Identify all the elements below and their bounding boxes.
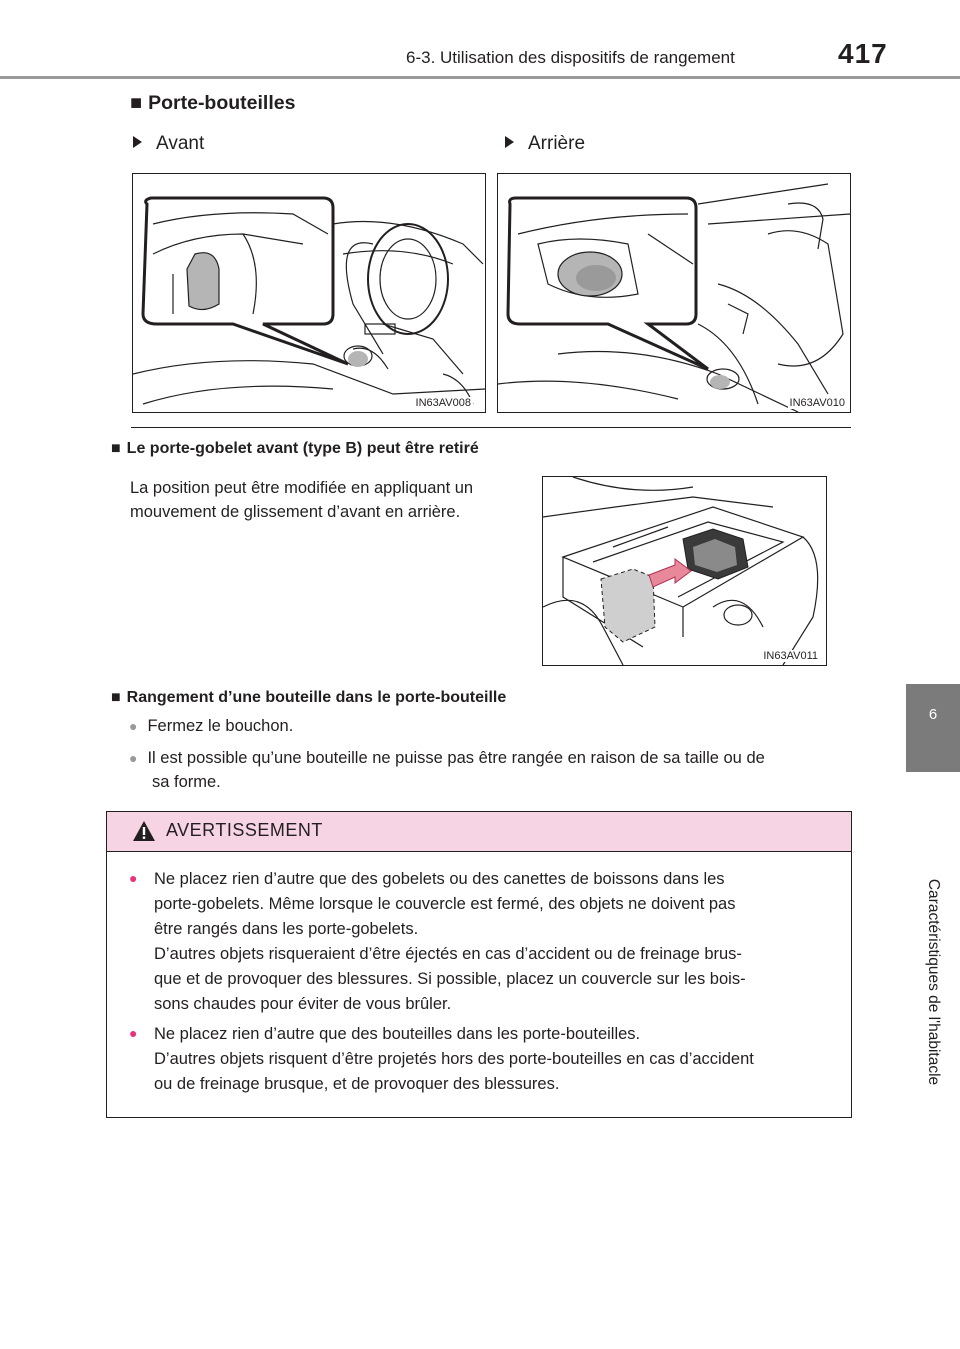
rear-label-row: Arrière [505,133,585,155]
front-label-row: Avant [133,133,204,155]
section-header-title: 6-3. Utilisation des dispositifs de rang… [406,48,735,67]
warning-box: AVERTISSEMENT ● Ne placez rien d’autre q… [106,811,852,1118]
warning-line: D’autres objets risquent d’être projetés… [154,1050,754,1068]
pink-bullet-icon: ● [129,870,138,886]
removable-cup-holder-text-line: mouvement de glissement d’avant en arriè… [130,503,461,521]
figure-code: IN63AV011 [761,650,820,662]
cup-holder-slide-illustration: IN63AV011 [542,476,827,666]
circle-bullet-icon: ● [129,750,138,766]
storing-bottle-bullet: ● Il est possible qu’une bouteille ne pui… [129,746,765,770]
warning-line: ou de freinage brusque, et de provoquer … [154,1075,560,1093]
storing-bottle-bullet-continued: sa forme. [152,773,221,791]
triangle-pointer-icon [505,136,514,148]
bottle-holders-title: Porte-bouteilles [148,92,296,114]
figure-code: IN63AV010 [787,397,847,409]
front-bottle-holder-illustration: IN63AV008 [132,173,486,413]
header-divider [0,76,960,79]
square-bullet-icon: ■ [111,689,121,706]
chapter-number: 6 [928,706,938,723]
warning-item: ● Ne placez rien d’autre que des gobelet… [129,867,829,1017]
section-divider [131,427,851,428]
circle-bullet-icon: ● [129,718,138,734]
removable-cup-holder-title: Le porte-gobelet avant (type B) peut êtr… [126,440,479,457]
warning-line: D’autres objets risqueraient d’être éjec… [154,945,742,963]
rear-interior-drawing [498,183,850,412]
warning-line: être rangés dans les porte-gobelets. [154,920,419,938]
figure-code: IN63AV008 [413,397,473,409]
triangle-pointer-icon [133,136,142,148]
warning-item: ● Ne placez rien d’autre que des bouteil… [129,1022,829,1097]
rear-label: Arrière [528,133,586,154]
storing-bottle-heading: ■ Rangement d’une bouteille dans le porte… [111,689,506,707]
square-bullet-icon: ■ [130,92,143,114]
warning-title: AVERTISSEMENT [166,820,323,840]
removable-cup-holder-heading: ■ Le porte-gobelet avant (type B) peut êt… [111,440,479,458]
warning-line: que et de provoquer des blessures. Si po… [154,970,746,988]
removable-cup-holder-text-line: La position peut être modifiée en appliq… [130,479,474,497]
warning-header: AVERTISSEMENT [107,812,851,852]
storing-bottle-title: Rangement d’une bouteille dans le porte-… [126,689,507,706]
bullet-text: Il est possible qu’une bouteille ne puis… [147,749,765,767]
warning-item-text: Ne placez rien d’autre que des bouteille… [154,1022,829,1097]
bullet-text: Fermez le bouchon. [147,717,294,735]
front-interior-drawing [133,196,485,405]
chapter-title-vertical: Caractéristiques de l'habitacle [925,878,942,1086]
rear-bottle-holder-illustration: IN63AV010 [497,173,851,413]
warning-line: sons chaudes pour éviter de vous brûler. [154,995,452,1013]
square-bullet-icon: ■ [111,440,121,457]
warning-triangle-icon [133,821,155,841]
chapter-tab [906,684,960,772]
front-label: Avant [156,133,205,154]
warning-line: Ne placez rien d’autre que des gobelets … [154,870,725,888]
warning-line: porte-gobelets. Même lorsque le couvercl… [154,895,736,913]
bottle-holders-heading: ■Porte-bouteilles [130,92,295,115]
warning-item-text: Ne placez rien d’autre que des gobelets … [154,867,829,1017]
console-drawing [543,477,819,665]
pink-bullet-icon: ● [129,1025,138,1041]
warning-line: Ne placez rien d’autre que des bouteille… [154,1025,641,1043]
storing-bottle-bullet: ● Fermez le bouchon. [129,714,293,738]
page-number: 417 [838,38,888,69]
